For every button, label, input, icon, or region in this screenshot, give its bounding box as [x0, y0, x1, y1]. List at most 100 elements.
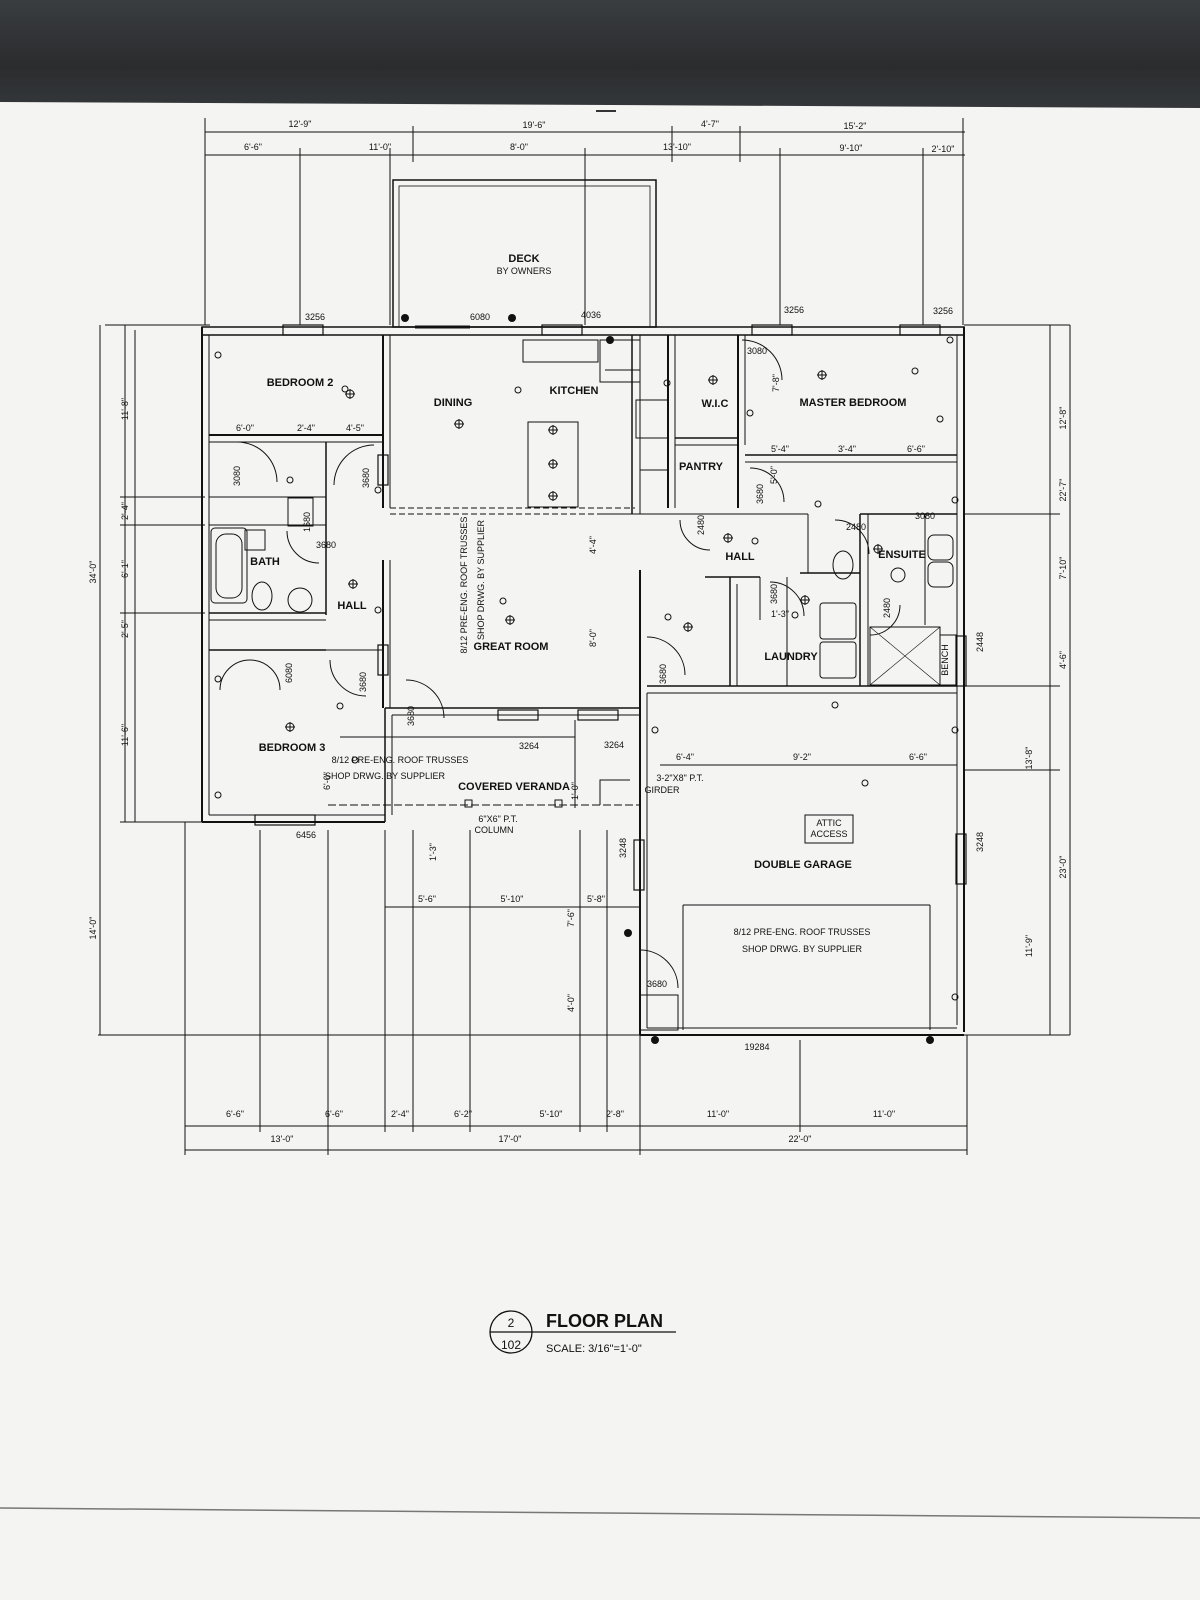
dark-backdrop: [0, 0, 1200, 110]
dim-int-3: 4'-5": [346, 423, 364, 433]
dim-bot-1: 6'-6": [226, 1109, 244, 1119]
veranda-label: COVERED VERANDA: [458, 781, 570, 793]
tag-w2448: 2448: [975, 632, 985, 652]
dim-int-21: 4'-0": [566, 994, 576, 1012]
tag-d3680-garage: 3680: [647, 979, 667, 989]
dim-top2-3: 8'-0": [510, 142, 528, 152]
drawing-scale: SCALE: 3/16"=1'-0": [546, 1343, 642, 1355]
tag-d3680-veranda: 3680: [406, 706, 416, 726]
tag-w3264-b: 3264: [604, 740, 624, 750]
dim-top-3: 4'-7": [701, 119, 719, 129]
tag-w3248-left: 3248: [618, 838, 628, 858]
truss-note-center-2: SHOP DRWG. BY SUPPLIER: [476, 519, 486, 640]
dim-int-19: 5'-8": [587, 894, 605, 904]
attic-label-1: ATTIC: [816, 818, 842, 828]
dim-right-1: 12'-8": [1058, 407, 1068, 430]
tag-d3680-bath: 3680: [316, 540, 336, 550]
dim-left-4: 2'-5": [120, 620, 130, 638]
dim-bot-7: 11'-0": [707, 1109, 729, 1119]
dim-int-11: 1'-3": [771, 609, 789, 619]
dim-int-13: 9'-2": [793, 752, 811, 762]
truss-note-veranda-1: 8/12 PRE-ENG. ROOF TRUSSES: [332, 755, 469, 765]
girder-note-2: GIRDER: [644, 785, 680, 795]
dim-bot-4: 6'-2": [454, 1109, 472, 1119]
column-note-2: COLUMN: [474, 825, 513, 835]
dim-int-12: 6'-4": [676, 752, 694, 762]
dim-left-2: 2'-4": [120, 502, 130, 520]
garage-label: DOUBLE GARAGE: [754, 859, 852, 871]
ensuite-label: ENSUITE: [878, 549, 926, 561]
dim-bot2-2: 17'-0": [499, 1134, 522, 1144]
deck-note: BY OWNERS: [497, 266, 552, 276]
tag-garage-door: 19284: [744, 1042, 769, 1052]
dim-bot-8: 11'-0": [873, 1109, 895, 1119]
tag-w6456: 6456: [296, 830, 316, 840]
dim-bot-6: 2'-8": [606, 1109, 624, 1119]
dim-right-5: 11'-9": [1024, 935, 1034, 957]
bath-label: BATH: [250, 556, 280, 568]
dim-int-16: 1'-3": [428, 843, 438, 861]
dim-bot2-3: 22'-0": [789, 1134, 812, 1144]
dim-right-outer-1: 22'-7": [1058, 479, 1068, 502]
tag-d2480-ens: 2480: [846, 522, 866, 532]
truss-note-veranda-2: SHOP DRWG. BY SUPPLIER: [325, 771, 446, 781]
dim-bot-2: 6'-6": [325, 1109, 343, 1119]
dim-int-5: 3'-4": [838, 444, 856, 454]
tag-w4036: 4036: [581, 310, 601, 320]
paper: [0, 102, 1200, 1600]
bedroom3-label: BEDROOM 3: [259, 742, 326, 754]
tag-d3680-gr: 3680: [658, 664, 668, 684]
tag-w3248-right: 3248: [975, 832, 985, 852]
tag-d3680-wic: 3680: [755, 484, 765, 504]
dim-int-20: 7'-6": [566, 909, 576, 927]
tag-d2480-shower: 2480: [882, 598, 892, 618]
dim-top2-5: 9'-10": [840, 143, 863, 153]
tag-d3080-wic: 3080: [747, 346, 767, 356]
tag-w6080: 6080: [470, 312, 490, 322]
dim-int-17: 5'-6": [418, 894, 436, 904]
laundry-label: LAUNDRY: [764, 651, 818, 663]
tag-d2480-pantry: 2480: [696, 515, 706, 535]
tag-w3256-a: 3256: [305, 312, 325, 322]
dim-int-22: 1'-0": [570, 782, 580, 800]
column-note-1: 6"X6" P.T.: [478, 814, 517, 824]
dim-bot-5: 5'-10": [540, 1109, 563, 1119]
dim-left-3: 6'-1": [120, 560, 130, 578]
dim-bot2-1: 13'-0": [271, 1134, 294, 1144]
dim-left-outer-1: 34'-0": [88, 561, 98, 584]
master-bedroom-label: MASTER BEDROOM: [800, 397, 907, 409]
dim-top2-6: 2'-10": [932, 144, 955, 154]
kitchen-label: KITCHEN: [550, 385, 599, 397]
dim-left-1: 11'-8": [120, 398, 130, 420]
tag-d1680: 1680: [302, 512, 312, 532]
dim-int-18: 5'-10": [501, 894, 524, 904]
dim-left-5: 11'-6": [120, 724, 130, 746]
tag-d3680-laundry: 3680: [769, 584, 779, 604]
tag-d6080: 6080: [284, 663, 294, 683]
truss-note-garage-1: 8/12 PRE-ENG. ROOF TRUSSES: [734, 927, 871, 937]
great-room-label: GREAT ROOM: [474, 641, 549, 653]
dim-int-2: 2'-4": [297, 423, 315, 433]
hall-left-label: HALL: [337, 600, 367, 612]
dim-right-2: 7'-10": [1058, 557, 1068, 580]
tag-d3680-bed3: 3680: [358, 672, 368, 692]
dim-top-2: 19'-6": [523, 120, 546, 130]
deck-label: DECK: [508, 253, 539, 265]
dim-bot-3: 2'-4": [391, 1109, 409, 1119]
drawing-title: FLOOR PLAN: [546, 1311, 663, 1331]
dim-int-8: 5'-0": [769, 466, 779, 484]
dining-label: DINING: [434, 397, 473, 409]
tag-w3264-a: 3264: [519, 741, 539, 751]
dim-int-14: 6'-6": [909, 752, 927, 762]
dim-right-4: 13'-8": [1024, 747, 1034, 770]
drawing-linework: [98, 118, 1071, 1155]
dim-right-3: 4'-6": [1058, 651, 1068, 669]
dim-top-4: 15'-2": [844, 121, 867, 131]
wic-label: W.I.C: [702, 398, 729, 410]
bench-label: BENCH: [940, 644, 950, 676]
dim-int-9: 4'-4": [588, 536, 598, 554]
detail-number: 2: [508, 1316, 515, 1330]
dim-int-6: 6'-6": [907, 444, 925, 454]
dim-int-15: 6'-0": [322, 772, 332, 790]
